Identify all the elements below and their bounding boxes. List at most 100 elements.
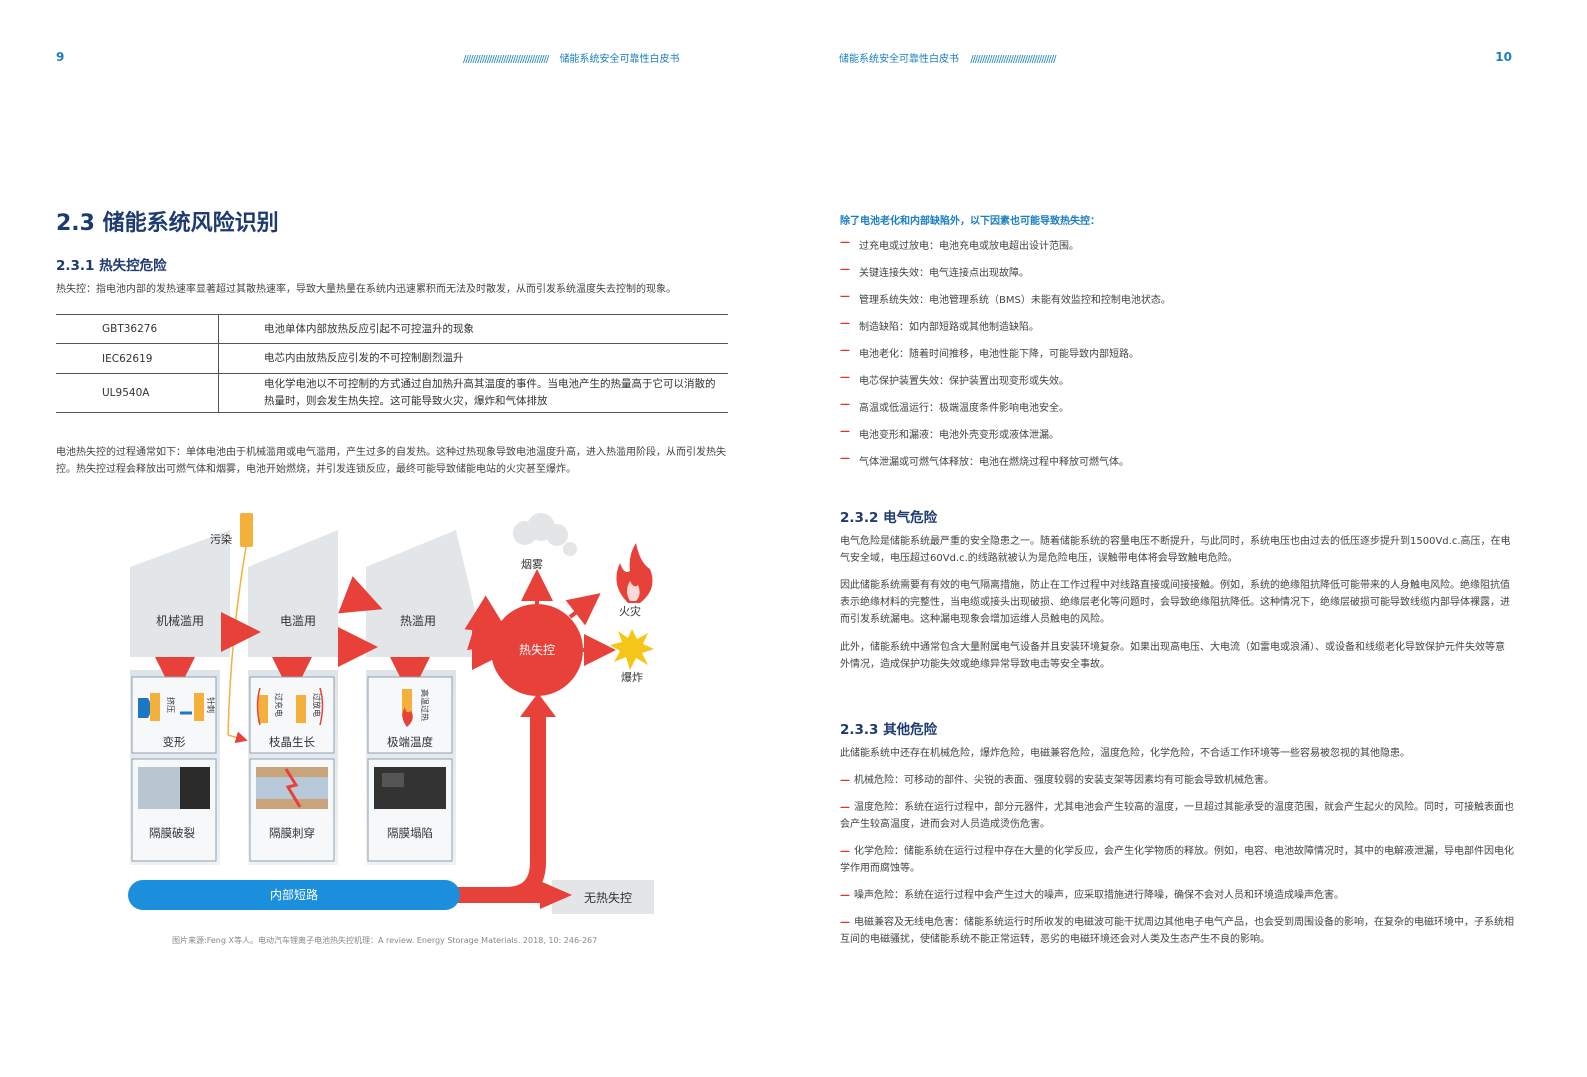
thermal-runaway-label: 热失控 [519,642,555,657]
battery-icon [194,693,204,721]
abuse-shape-mechanical [130,530,230,657]
running-header: //////////////////////////////////// 储能系… [463,50,679,65]
figure-caption: 图片来源:Feng X等人。电动汽车锂离子电池热失控机理：A review. E… [172,936,598,945]
list-item: —关键连接失效：电气连接点出现故障。 [840,264,1029,279]
battery-icon [258,695,268,723]
smoke-icon [513,513,577,556]
fire-arrow [565,593,601,626]
electrical-paragraph: 此外，储能系统中通常包含大量附属电气设备并且安装环境复杂。如果出现高电压、大电流… [840,642,1505,670]
standard-code: IEC62619 [56,343,219,374]
separator-label: 隔膜破裂 [149,826,195,840]
thermal-runaway-circle [491,604,583,696]
fire-label: 火灾 [619,604,641,618]
other-item: —机械危险：可移动的部件、尖锐的表面、强度较弱的安装支架等因素均有可能会导致机械… [840,775,1274,786]
smoke-label: 烟雾 [521,557,543,571]
explosion-label: 爆炸 [621,670,643,684]
mini-label: 高温过热 [420,689,430,721]
standard-desc: 电池单体内部放热反应引起不可控温升的现象 [218,314,728,344]
battery-icon [150,693,160,721]
abuse-shape-electrical [248,530,338,657]
other-item: —电磁兼容及无线电危害：储能系统运行时所收发的电磁波可能干扰周边其他电子电气产品… [840,917,1514,945]
photo-detail [256,777,328,799]
running-header: 储能系统安全可靠性白皮书 ///////////////////////////… [839,50,1056,65]
page-number: 9 [56,50,65,64]
other-item: —温度危险：系统在运行过程中，部分元器件，尤其电池会产生较高的温度，一旦超过其能… [840,802,1514,830]
battery-icon [296,695,306,723]
abuse-shape-thermal [366,530,486,657]
explosion-icon [610,629,654,670]
internal-short-label: 内部短路 [270,887,318,902]
runaway-process-text: 电池热失控的过程通常如下：单体电池由于机械滥用或电气滥用，产生过多的自发热。这种… [56,447,726,475]
mini-label: 挤压 [166,697,176,713]
list-item: —制造缺陷：如内部短路或其他制造缺陷。 [840,318,1039,333]
cycle-arrow [256,687,261,726]
thermal-definition: 热失控：指电池内部的发热速率显著超过其散热速率，导致大量热量在系统内迅速累积而无… [56,284,676,295]
list-item: —过充电或过放电：电池充电或放电超出设计范围。 [840,237,1079,252]
section-title: 2.3 储能系统风险识别 [56,211,279,236]
list-item: —管理系统失效：电池管理系统（BMS）未能有效监控和控制电池状态。 [840,291,1171,306]
pollution-arrow [227,731,248,744]
standards-table: GBT36276 电池单体内部放热反应引起不可控温升的现象 IEC62619 电… [56,314,728,413]
list-item: —电池老化：随着时间推移，电池性能下降，可能导致内部短路。 [840,345,1139,360]
separator-label: 隔膜刺穿 [269,826,315,840]
mechanism-label: 变形 [163,735,186,749]
standard-code: GBT36276 [56,314,219,344]
other-intro: 此储能系统中还存在机械危险，爆炸危险，电磁兼容危险，温度危险，化学危险，不合适工… [840,748,1410,759]
standard-code: UL9540A [56,373,219,413]
mechanism-label: 枝晶生长 [269,735,315,749]
photo-detail [382,773,404,787]
other-item: —化学危险：储能系统在运行过程中存在大量的化学反应，会产生化学物质的释放。例如，… [840,846,1514,874]
table-row: IEC62619 电芯内由放热反应引发的不可控制剧烈温升 [56,343,728,374]
table-row: GBT36276 电池单体内部放热反应引起不可控温升的现象 [56,314,728,344]
list-item: —气体泄漏或可燃气体释放：电池在燃烧过程中释放可燃气体。 [840,453,1129,468]
left-page: 9 //////////////////////////////////// 储… [0,0,793,1077]
list-item: —电芯保护装置失效：保护装置出现变形或失效。 [840,372,1069,387]
internal-short-bar [128,880,460,910]
pollution-path [227,546,247,736]
pierce-icon [284,768,302,808]
factor-list: —过充电或过放电：电池充电或放电超出设计范围。 —关键连接失效：电气连接点出现故… [840,237,1520,480]
pollution-battery-icon [240,513,253,547]
abuse-label: 机械滥用 [156,613,204,628]
press-icon [138,698,151,718]
subsection-title-other: 2.3.3 其他危险 [840,722,938,738]
running-title: 储能系统安全可靠性白皮书 [559,54,680,65]
no-runaway-label: 无热失控 [584,890,632,905]
header-slashes: //////////////////////////////////// [970,54,1056,65]
standard-desc: 电化学电池以不可控制的方式通过自加热升高其温度的事件。当电池产生的热量高于它可以… [218,373,728,413]
flame-core [627,581,640,601]
abuse-label: 热滥用 [400,614,436,628]
up-arrow-head [520,693,556,717]
standard-desc: 电芯内由放热反应引发的不可控制剧烈温升 [218,343,728,374]
mechanism-label: 极端温度 [387,735,433,749]
table-row: UL9540A 电化学电池以不可控制的方式通过自加热升高其温度的事件。当电池产生… [56,373,728,413]
subsection-title-electrical: 2.3.2 电气危险 [840,510,938,526]
subsection-title-thermal: 2.3.1 热失控危险 [56,258,167,274]
flame-icon [402,707,413,727]
list-item: —高温或低温运行：极端温度条件影响电池安全。 [840,399,1069,414]
short-arrow-head [540,881,572,909]
abuse-arrow [338,576,383,614]
right-page: 储能系统安全可靠性白皮书 ///////////////////////////… [793,0,1587,1077]
battery-icon [402,689,412,717]
electrical-paragraph: 因此储能系统需要有有效的电气隔离措施，防止在工作过程中对线路直接或间接接触。例如… [840,580,1510,625]
list-item: —电池变形和漏液：电池外壳变形或液体泄漏。 [840,426,1059,441]
header-slashes: //////////////////////////////////// [463,54,549,65]
photo-detail [180,767,210,809]
mini-label: 针刺 [206,697,216,713]
pollution-label: 污染 [210,532,232,546]
up-arrow [450,715,546,903]
fire-icon [616,543,653,603]
running-title: 储能系统安全可靠性白皮书 [839,54,959,65]
thermal-runaway-diagram: 机械滥用 电滥用 热滥用 污染 挤压 针刺 过充电 过放电 [128,513,654,914]
other-item: —噪声危险：系统在运行过程中会产生过大的噪声，应采取措施进行降噪，确保不会对人员… [840,890,1344,901]
mini-label: 过放电 [312,693,322,717]
separator-label: 隔膜塌陷 [387,826,433,840]
abuse-label: 电滥用 [280,614,316,628]
no-runaway-box [552,880,654,914]
runaway-arrow [464,595,509,634]
electrical-paragraph: 电气危险是储能系统最严重的安全隐患之一。随着储能系统的容量电压不断提升，与此同时… [840,536,1511,564]
cycle-arrow [319,687,324,726]
page-number: 10 [1495,50,1512,64]
mini-label: 过充电 [274,693,284,717]
